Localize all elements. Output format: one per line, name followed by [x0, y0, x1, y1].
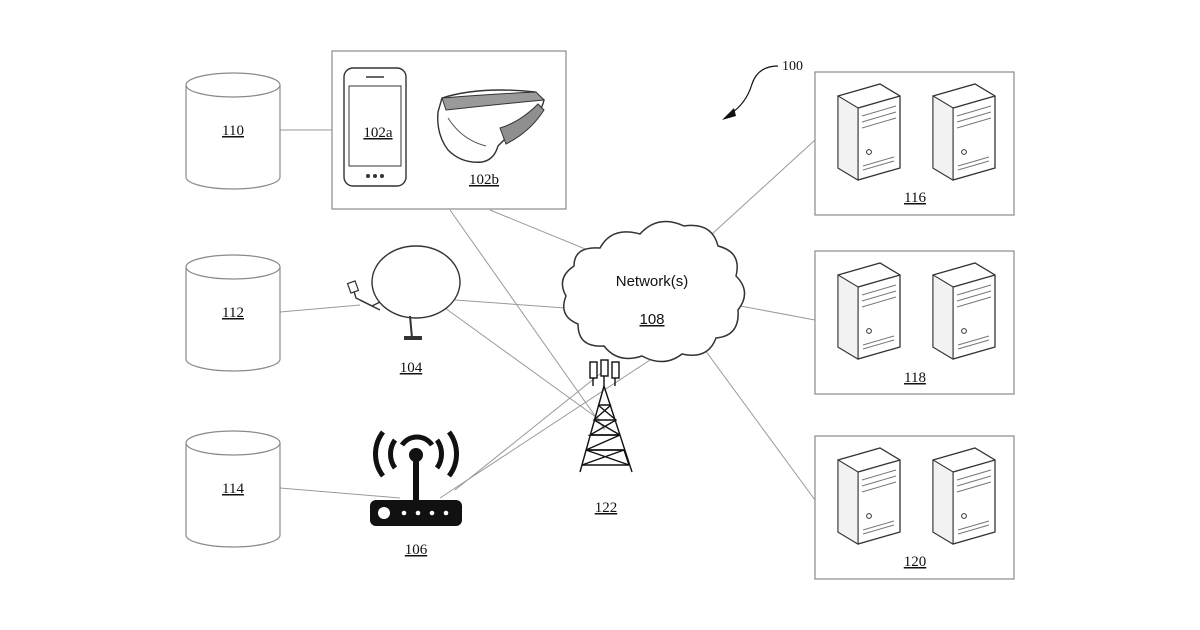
server-group-label: 120 — [904, 554, 927, 570]
headset-label: 102b — [469, 172, 499, 188]
server-group-116: 116 — [815, 72, 1014, 215]
satellite-label: 104 — [400, 360, 423, 376]
server-group-120: 120 — [815, 436, 1014, 579]
satellite-dish: 104 — [348, 246, 460, 376]
database-label: 112 — [222, 305, 244, 321]
server-tower-icon — [933, 448, 995, 544]
figure-reference: 100 — [722, 59, 803, 120]
server-tower-icon — [838, 84, 900, 180]
network-title: Network(s) — [616, 273, 689, 290]
client-devices-box: 102a 102b — [332, 51, 566, 209]
server-group-label: 118 — [904, 370, 926, 386]
network-cloud: Network(s) 108 — [562, 222, 744, 362]
tower-label: 122 — [595, 500, 618, 516]
database-label: 110 — [222, 123, 244, 139]
server-tower-icon — [933, 263, 995, 359]
router-label: 106 — [405, 542, 428, 558]
database-110: 110 — [186, 73, 280, 189]
server-tower-icon — [933, 84, 995, 180]
database-label: 114 — [222, 481, 244, 497]
wifi-router: 106 — [370, 432, 462, 558]
server-group-label: 116 — [904, 190, 926, 206]
wifi-router-icon — [370, 432, 462, 526]
database-112: 112 — [186, 255, 280, 371]
phone-label: 102a — [363, 125, 393, 141]
reference-arrow-icon — [730, 66, 778, 114]
server-tower-icon — [838, 448, 900, 544]
database-114: 114 — [186, 431, 280, 547]
server-group-118: 118 — [815, 251, 1014, 394]
satellite-dish-icon — [348, 246, 460, 340]
figure-ref-label: 100 — [782, 59, 803, 74]
cloud-icon — [562, 222, 744, 362]
network-ref: 108 — [639, 311, 664, 328]
server-tower-icon — [838, 263, 900, 359]
